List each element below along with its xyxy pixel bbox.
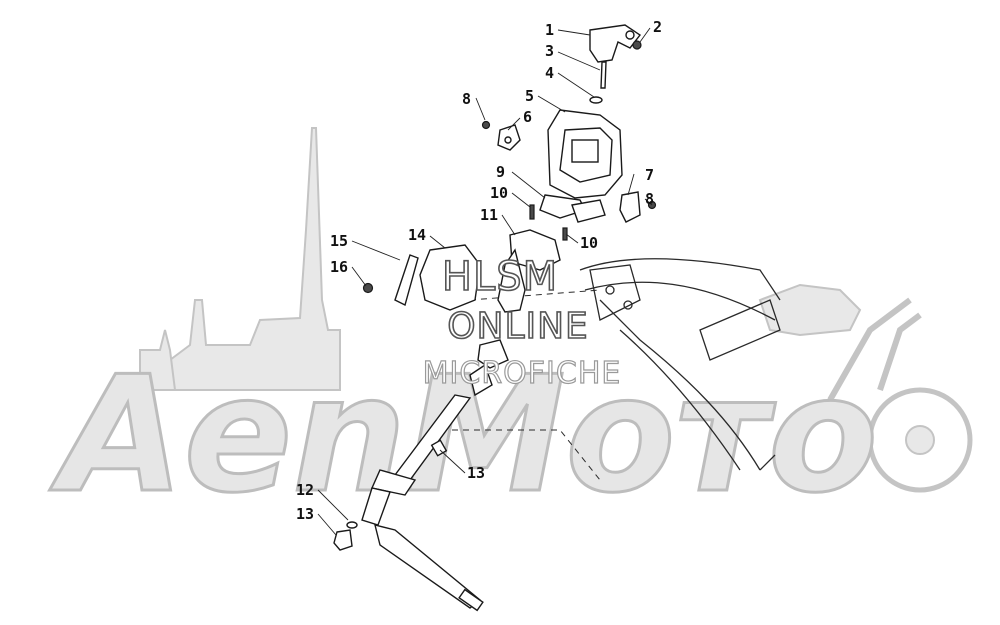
callout-labels: 1 2 3 4 5 6 7 8 8 9 10 10 11 12 13 13 14… bbox=[296, 18, 662, 523]
callout-6: 6 bbox=[523, 108, 532, 126]
leader-lines bbox=[317, 27, 653, 536]
callout-9: 9 bbox=[496, 163, 505, 181]
callout-12: 12 bbox=[296, 481, 314, 499]
callout-8-right: 8 bbox=[645, 190, 654, 208]
callout-13-left: 13 bbox=[296, 505, 314, 523]
callout-5: 5 bbox=[525, 87, 534, 105]
watermark-line3: MICROFICHE bbox=[423, 356, 622, 391]
callout-10-lower: 10 bbox=[580, 234, 598, 252]
callout-2: 2 bbox=[653, 18, 662, 36]
callout-3: 3 bbox=[545, 42, 554, 60]
callout-8-left: 8 bbox=[462, 90, 471, 108]
callout-16: 16 bbox=[330, 258, 348, 276]
lever-assembly bbox=[481, 24, 657, 313]
steering-column bbox=[333, 244, 509, 612]
vehicle-frame bbox=[430, 258, 781, 481]
callout-10-upper: 10 bbox=[490, 184, 508, 202]
callout-1: 1 bbox=[545, 21, 554, 39]
watermark-line1: HLSM bbox=[442, 254, 558, 300]
callout-14: 14 bbox=[408, 226, 426, 244]
callout-4: 4 bbox=[545, 64, 554, 82]
watermark-art bbox=[139, 127, 973, 493]
callout-15: 15 bbox=[330, 232, 348, 250]
callout-13-right: 13 bbox=[467, 464, 485, 482]
callout-7: 7 bbox=[645, 166, 654, 184]
watermark-brand: АenМото bbox=[49, 341, 878, 528]
watermark-line2: ONLINE bbox=[447, 306, 589, 347]
callout-11: 11 bbox=[480, 206, 498, 224]
